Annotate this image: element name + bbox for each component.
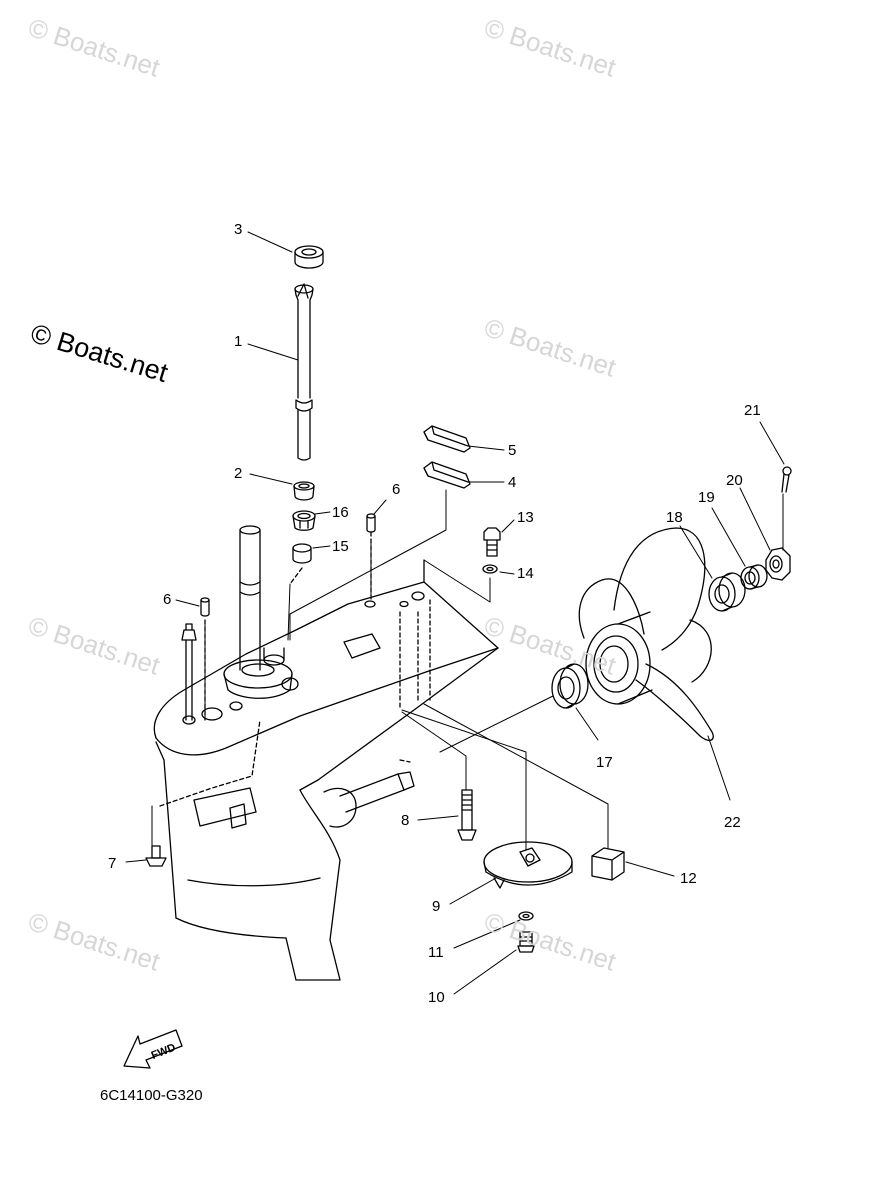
part-11-washer[interactable] (518, 911, 534, 921)
part-14-washer[interactable] (482, 564, 498, 574)
callout-2[interactable]: 2 (234, 465, 243, 482)
callout-10[interactable]: 10 (428, 989, 445, 1006)
diagram-code: 6C14100-G320 (100, 1087, 203, 1104)
callout-13[interactable]: 13 (517, 509, 534, 526)
assembly-lines (151, 489, 784, 851)
part-10-bolt[interactable] (517, 931, 535, 953)
part-20-nut[interactable] (765, 547, 791, 581)
hidden-lines (159, 531, 431, 807)
callout-9[interactable]: 9 (432, 898, 441, 915)
part-16-seal[interactable] (292, 510, 316, 531)
part-19-spacer[interactable] (740, 564, 768, 590)
callout-18[interactable]: 18 (666, 509, 683, 526)
part-18-washer[interactable] (708, 572, 746, 612)
leader-lines (125, 231, 785, 995)
callout-15[interactable]: 15 (332, 538, 349, 555)
callout-21[interactable]: 21 (744, 402, 761, 419)
part-9-trim-plate[interactable] (483, 841, 573, 889)
part-7-bolt[interactable] (145, 845, 167, 867)
callout-4[interactable]: 4 (508, 474, 517, 491)
part-1-drive-shaft[interactable] (294, 283, 314, 461)
callout-7[interactable]: 7 (108, 855, 117, 872)
part-12-anode[interactable] (591, 847, 625, 881)
part-6-dowel-upper[interactable] (366, 513, 376, 533)
part-4-plate[interactable] (423, 461, 471, 489)
callout-6[interactable]: 6 (392, 481, 401, 498)
part-5-plate[interactable] (423, 425, 471, 453)
callout-20[interactable]: 20 (726, 472, 743, 489)
fwd-label: FWD (150, 1042, 178, 1063)
callout-22[interactable]: 22 (724, 814, 741, 831)
part-22-propeller[interactable] (578, 527, 714, 741)
lower-unit-housing (153, 525, 499, 981)
callout-1[interactable]: 1 (234, 333, 243, 350)
callout-8[interactable]: 8 (401, 812, 410, 829)
callout-14[interactable]: 14 (517, 565, 534, 582)
callout-17[interactable]: 17 (596, 754, 613, 771)
part-15-bushing[interactable] (292, 543, 312, 564)
callout-6[interactable]: 6 (163, 591, 172, 608)
part-17-spacer[interactable] (551, 663, 589, 709)
callout-19[interactable]: 19 (698, 489, 715, 506)
callout-16[interactable]: 16 (332, 504, 349, 521)
callout-12[interactable]: 12 (680, 870, 697, 887)
callout-5[interactable]: 5 (508, 442, 517, 459)
callout-3[interactable]: 3 (234, 221, 243, 238)
part-6-dowel-left[interactable] (200, 597, 210, 617)
part-13-bolt[interactable] (483, 527, 501, 557)
part-8-bolt[interactable] (457, 789, 477, 841)
fwd-arrow (123, 1029, 183, 1069)
part-3-bushing[interactable] (294, 245, 324, 269)
part-2-collar[interactable] (293, 481, 315, 501)
part-21-cotter-pin[interactable] (781, 466, 792, 493)
callout-11[interactable]: 11 (428, 944, 444, 961)
